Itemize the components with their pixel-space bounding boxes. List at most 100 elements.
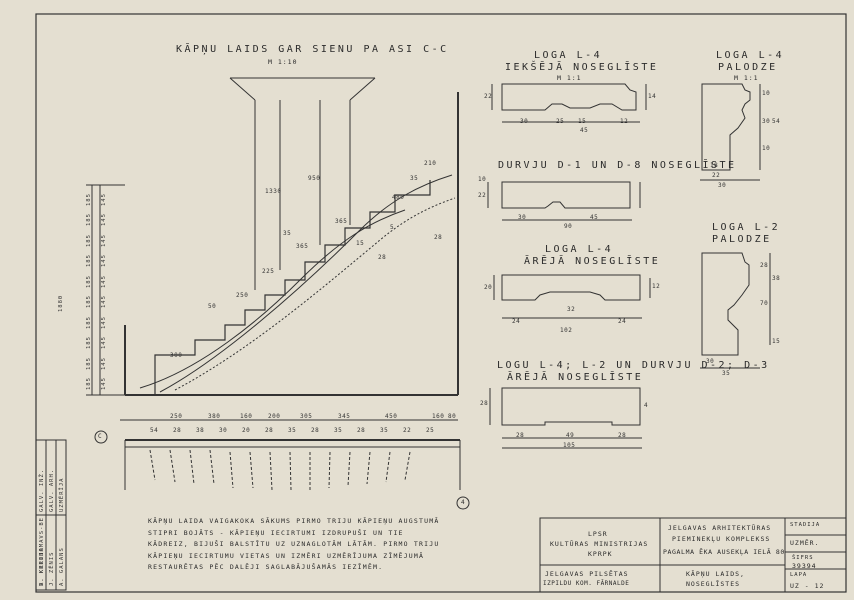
tb-city-1: JELGAVAS PILSĒTAS bbox=[545, 570, 629, 578]
plan-dim-2: 28 bbox=[265, 427, 274, 434]
plan-dim-2: 30 bbox=[219, 427, 228, 434]
dim-l4o-f: 12 bbox=[652, 283, 661, 290]
stair-scale: M 1:10 bbox=[268, 58, 298, 66]
stair-riser-dim-2: 145 bbox=[101, 274, 107, 288]
dim-stair-11: 35 bbox=[283, 230, 292, 237]
dim-stair-2: 480 bbox=[392, 194, 405, 201]
dim-stair-12: 15 bbox=[356, 240, 365, 247]
dim-stair-7: 300 bbox=[170, 352, 183, 359]
stair-riser-dim: 185 bbox=[86, 315, 92, 329]
plan-dim-2: 28 bbox=[173, 427, 182, 434]
stair-riser-dim: 185 bbox=[86, 274, 92, 288]
dim-l4-sill-e: 18 bbox=[710, 162, 719, 169]
sidebar-entry: A. GALANS bbox=[59, 547, 65, 586]
l4-outer-title-2: ĀRĒJĀ NOSEGLĪSTE bbox=[524, 256, 661, 267]
stair-riser-dim: 185 bbox=[86, 377, 92, 390]
dim-l4-inner-f: 14 bbox=[648, 93, 657, 100]
tb-city-2: IZPILDU KOM. FĀRNALDE bbox=[543, 580, 630, 587]
l2-sill-title-1: LOGA L-2 bbox=[712, 222, 781, 233]
stair-riser-dim-2: 145 bbox=[101, 356, 107, 370]
dim-door-a: 10 bbox=[478, 176, 487, 183]
plan-dim: 80 bbox=[448, 413, 457, 420]
dim-stair-5: 225 bbox=[262, 268, 275, 275]
tb-sheet-1: KĀPŅU LAIDS, bbox=[686, 570, 745, 578]
axis-marker-c: C bbox=[98, 433, 103, 440]
l4-sill-title-1: LOGA L-4 bbox=[716, 50, 785, 61]
plan-dim-2: 35 bbox=[380, 427, 389, 434]
tb-org-3: KPRPK bbox=[588, 550, 613, 558]
dim-l2-d: 15 bbox=[772, 338, 781, 345]
plan-dim-2: 22 bbox=[403, 427, 412, 434]
sidebar-entry: V. KERONOMAVS-BE bbox=[39, 517, 45, 586]
dim-l4o-e: 102 bbox=[560, 327, 573, 334]
plan-dim-2: 20 bbox=[242, 427, 251, 434]
dim-l4o-b: 32 bbox=[567, 306, 576, 313]
dim-l4-inner-c: 15 bbox=[578, 118, 587, 125]
dim-l4-sill-c: 10 bbox=[762, 145, 771, 152]
sidebar-entry: J. ZĒNIS bbox=[49, 551, 55, 587]
dim-l4-inner-d: 12 bbox=[620, 118, 629, 125]
dim-door-d: 45 bbox=[590, 214, 599, 221]
outer-title-1: LOGU L-4; L-2 UN DURVJU D-2; D-3 bbox=[497, 360, 770, 371]
tb-project-1: JELGAVAS ARHITEKTŪRAS bbox=[668, 524, 772, 532]
dim-outer-e: 105 bbox=[563, 442, 576, 449]
dim-stair-total: 1880 bbox=[58, 294, 64, 312]
dim-door-c: 30 bbox=[518, 214, 527, 221]
axis-marker-4: 4 bbox=[461, 499, 466, 506]
l4-inner-title-1: LOGA L-4 bbox=[534, 50, 603, 61]
stair-riser-dim: 185 bbox=[86, 192, 92, 206]
l4-sill-scale: M 1:1 bbox=[734, 74, 759, 82]
plan-dim-2: 35 bbox=[334, 427, 343, 434]
dim-outer-b: 28 bbox=[516, 432, 525, 439]
dim-l4o-a: 20 bbox=[484, 284, 493, 291]
l4-outer-title-1: LOGA L-4 bbox=[545, 244, 614, 255]
tb-stadija-value: UZMĒR. bbox=[790, 539, 820, 547]
plan-dim-2: 35 bbox=[288, 427, 297, 434]
plan-dim: 345 bbox=[338, 413, 351, 420]
stair-riser-dim-2: 145 bbox=[101, 295, 107, 308]
dim-stair-3: 365 bbox=[335, 218, 348, 225]
dim-stair-4: 365 bbox=[296, 243, 309, 250]
stair-riser-dim-2: 145 bbox=[101, 233, 107, 247]
dim-l4-sill-b: 30 bbox=[762, 118, 771, 125]
dim-l4-sill-f: 22 bbox=[712, 172, 721, 179]
dim-l2-a: 28 bbox=[760, 262, 769, 269]
stair-riser-dim-2: 145 bbox=[101, 192, 107, 206]
dim-door-b: 22 bbox=[478, 192, 487, 199]
plan-dim-2: 54 bbox=[150, 427, 159, 434]
dim-stair-10: 1330 bbox=[265, 188, 282, 195]
sidebar-entry: UZMĒRĪJA bbox=[59, 477, 65, 513]
stair-riser-dim-2: 145 bbox=[101, 254, 107, 267]
dim-stair-14: 5 bbox=[390, 224, 395, 231]
door-title: DURVJU D-1 UN D-8 NOSEGLĪSTE bbox=[498, 160, 737, 171]
plan-dim-2: 38 bbox=[196, 427, 205, 434]
tb-stadija-label: STADIJA bbox=[790, 522, 821, 528]
stair-riser-dim: 185 bbox=[86, 356, 92, 370]
l4-inner-title-2: IEKŠĒJĀ NOSEGLĪSTE bbox=[505, 62, 659, 73]
sidebar-entry: GALV. INŽ. bbox=[39, 468, 45, 512]
tb-lapa-label: LAPA bbox=[790, 572, 808, 578]
dim-stair-6: 250 bbox=[236, 292, 249, 299]
stair-riser-dim-2: 145 bbox=[101, 213, 107, 226]
dim-stair-8: 28 bbox=[378, 254, 387, 261]
dim-l4o-d: 24 bbox=[618, 318, 627, 325]
dim-l2-b: 38 bbox=[772, 275, 781, 282]
tb-project-2: PIEMINEKĻU KOMPLEKSS bbox=[672, 535, 771, 543]
dim-l4-inner-a: 30 bbox=[520, 118, 529, 125]
plan-dim: 160 bbox=[240, 413, 253, 420]
tb-lapa-value: UZ - 12 bbox=[790, 582, 825, 590]
stair-riser-dim: 185 bbox=[86, 233, 92, 247]
dim-outer-c: 49 bbox=[566, 432, 575, 439]
plan-dim: 160 bbox=[432, 413, 445, 420]
plan-dim-2: 25 bbox=[426, 427, 435, 434]
dim-stair-9: 950 bbox=[308, 175, 321, 182]
dim-outer-f: 4 bbox=[644, 402, 649, 409]
stair-riser-dim: 185 bbox=[86, 254, 92, 267]
plan-dim: 450 bbox=[385, 413, 398, 420]
stair-riser-dim-2: 145 bbox=[101, 315, 107, 329]
dim-outer-a: 28 bbox=[480, 400, 489, 407]
dim-l4-sill-a: 10 bbox=[762, 90, 771, 97]
dim-stair-16: 35 bbox=[410, 175, 419, 182]
